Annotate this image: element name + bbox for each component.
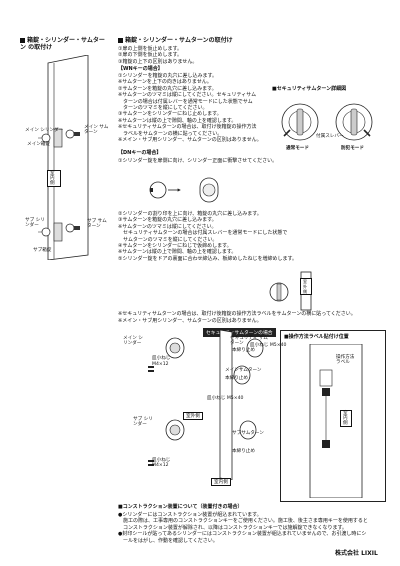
- main-lock-label: メイン箱錠: [27, 142, 50, 147]
- lever-label: 付属スレバー: [316, 134, 344, 139]
- wn-line: ①シリンダーを箱錠の丸穴に差し込みます。: [118, 73, 217, 79]
- label-position-box: [280, 330, 386, 502]
- lf-screw-2: 皿小ねじ M4×12: [152, 458, 171, 469]
- lf-lock-stop-1: 本締り止め: [232, 348, 255, 353]
- lf-indoor: 室内側: [211, 478, 231, 486]
- company-name: 株式会社 LIXIL: [335, 550, 378, 557]
- construction-line: 施工の際は、工事専用のコンストラクションキーをご使用ください。施工後、後主さま専…: [118, 518, 368, 525]
- step-2: ②扉の下側を仮止めします。: [118, 52, 182, 59]
- wn-lines: ①シリンダーを箱錠の丸穴に差し込みます。 ※サムターンを上下の向きはありません。…: [118, 73, 262, 143]
- prevent-mode-label: 防犯モード: [341, 146, 364, 151]
- dn-intro: ①シリンダー錠を扉側に向け、シリンダー正面に衝撃させてください。: [118, 158, 278, 164]
- dn-line: ③サムターンを箱錠の丸穴に差し込みます。: [118, 217, 217, 224]
- step-3: ③箱錠の上下の区別はありません。: [118, 58, 198, 65]
- lf-screw-m5-a: 皿小ねじ M5×40: [250, 343, 287, 348]
- wn-line: ③サムターンをシリンダーにねじ止めします。: [118, 111, 222, 118]
- dn-line: ⑤シリンダー錠をドアの裏面に合わせ締込み、板締めしたねじを増締めします。: [118, 255, 297, 262]
- security-detail-title: ■セキュリティサムターン詳細図: [272, 86, 347, 92]
- dn-line: ②シリンダーの割り印を上に向け、箱錠の丸穴に差し込みます。: [118, 211, 262, 217]
- main-cylinder-label: メイン シリンダー: [25, 128, 64, 133]
- lf-main-thumbturn: メインサムターン: [225, 368, 262, 373]
- main-thumbturn-label: メイン サムターン: [84, 125, 109, 136]
- construction-title: ■コンストラクション装置について（装置付きの場合）: [118, 504, 243, 510]
- door-diagram: [38, 55, 89, 260]
- section-title-text: 箱錠・シリンダー・サムターン の取付け: [20, 37, 105, 51]
- dn-line: セキュリティサムターンの場合は付属スレバーを通常モードにした状態で: [118, 230, 288, 237]
- normal-mode-label: 通常モード: [286, 146, 309, 151]
- wn-line: ②サムターンを箱錠の丸穴に差し込みます。: [118, 85, 217, 92]
- steps-list: ①扉の上側を仮止めします。 ②扉の下側を仮止めします。 ③箱錠の上下の区別はあり…: [118, 46, 197, 65]
- construction-lines: ●シリンダーにはコンストラクション装置が組込まれています。 施工の際は、工事専用…: [118, 512, 368, 544]
- lf-sub-cylinder: サブ シリンダー: [133, 417, 153, 428]
- dn-line: サムターンのツマミを縦にしてください。: [118, 236, 218, 243]
- security-badge: セキュリティサムターンの場合: [203, 328, 276, 337]
- construction-line: ールをはがし、作動を確認してください。: [118, 537, 218, 544]
- lower-assembly-figure: [148, 330, 264, 480]
- lf-screw-1-size: M4×12: [152, 362, 169, 367]
- section-number-box: [20, 37, 25, 43]
- security-detail-figure: [281, 103, 373, 141]
- lp-indoor: 室内側: [340, 410, 352, 427]
- wn-line: ターンの場合は付属レバーを通常モードにした状態でサム: [118, 98, 253, 105]
- lf-sub-thumbturn: サブサムターン: [232, 431, 264, 436]
- op-label-text: 操作方法 ラベル: [336, 355, 355, 366]
- section-title-left: 箱錠・シリンダー・サムターン の取付け: [20, 37, 110, 51]
- dn-lines: ②シリンダーの割り印を上に向け、箱錠の丸穴に差し込みます。 ③サムターンを箱錠の…: [118, 211, 297, 262]
- construction-line: コンストラクション装置が解除され、以降はコンストラクションキーでは施解錠できなく…: [118, 524, 348, 531]
- dn-line: ※サムターンのツマミは縦にしてください。: [118, 223, 217, 230]
- dn-tighten-figure: [269, 271, 312, 311]
- sub-lock-label: サブ箱錠: [33, 248, 52, 253]
- lf-main-cylinder: メイン シリンダー: [123, 336, 143, 347]
- dn-note-2: ※メイン・サブ用シリンダー、サムターンの区別はありません。: [118, 318, 262, 324]
- section-title-right: 箱錠・シリンダー・サムターンの取付け: [118, 37, 233, 44]
- section-title-text-2: 箱錠・シリンダー・サムターンの取付け: [125, 37, 233, 44]
- lf-lock-stop-3: 本締り止め: [232, 449, 255, 454]
- lf-screw-1: 皿小ねじ: [152, 356, 171, 361]
- wn-line: ※サムターンを上下の向きはありません。: [118, 79, 212, 86]
- dn-outdoor-label: 室外側: [300, 278, 312, 295]
- dn-cylinder-figure: [149, 177, 219, 203]
- section-number-box-2: [118, 37, 123, 43]
- dn-note-1: ※セキュリティサムターンの場合は、取付け後箱錠の操作方法ラベルをサムターンの横に…: [118, 311, 356, 317]
- indoor-label: 室内側: [47, 170, 61, 187]
- step-1: ①扉の上側を仮止めします。: [118, 46, 182, 52]
- wn-line: ターンのツマミを縦にしてください。: [118, 105, 208, 112]
- sub-thumbturn-label: サブ サムターン: [87, 219, 107, 230]
- lf-outdoor: 室外側: [183, 412, 203, 420]
- construction-line: ●封印シールが貼ってあるシリンダーにはコンストラクション装置が組込まれていません…: [118, 531, 367, 538]
- lf-screw-m5-b: 皿小ねじ M5×40: [207, 396, 244, 401]
- wn-line: ラベルをサムターンの横に貼ってください。: [118, 130, 223, 137]
- lf-lock-stop-2: 本締り止め: [225, 376, 248, 381]
- lf-security-thumbturn: セキュリティ サムターン: [230, 336, 268, 347]
- sub-cylinder-label: サブ シリンダー: [25, 218, 45, 229]
- dn-title: 【DNキーの場合】: [118, 150, 162, 156]
- label-position-title: ■操作方法ラベル貼付け位置: [284, 334, 349, 340]
- dn-line: ④サムターンをシリンダーにねじで仮締めします。: [118, 243, 232, 250]
- construction-line: ●シリンダーにはコンストラクション装置が組込まれています。: [118, 512, 262, 518]
- wn-line: ※メイン・サブ用シリンダー、サムターンの区別はありません。: [118, 137, 262, 144]
- wn-title: 【WNキーの場合】: [118, 66, 163, 72]
- wn-line: ※サムターンのツマミは縦にしてください。セキュリティサム: [118, 92, 257, 99]
- wn-line: ※セキュリティサムターンの場合は、取付け後箱錠の操作方法: [118, 124, 257, 131]
- wn-line: ※サムターンは縦の上で隙間、軸の上を確認します。: [118, 117, 237, 124]
- label-position-figure: [309, 344, 363, 498]
- dn-line: ※サムターンは縦の上で隙間、軸の上を確認します。: [118, 249, 237, 256]
